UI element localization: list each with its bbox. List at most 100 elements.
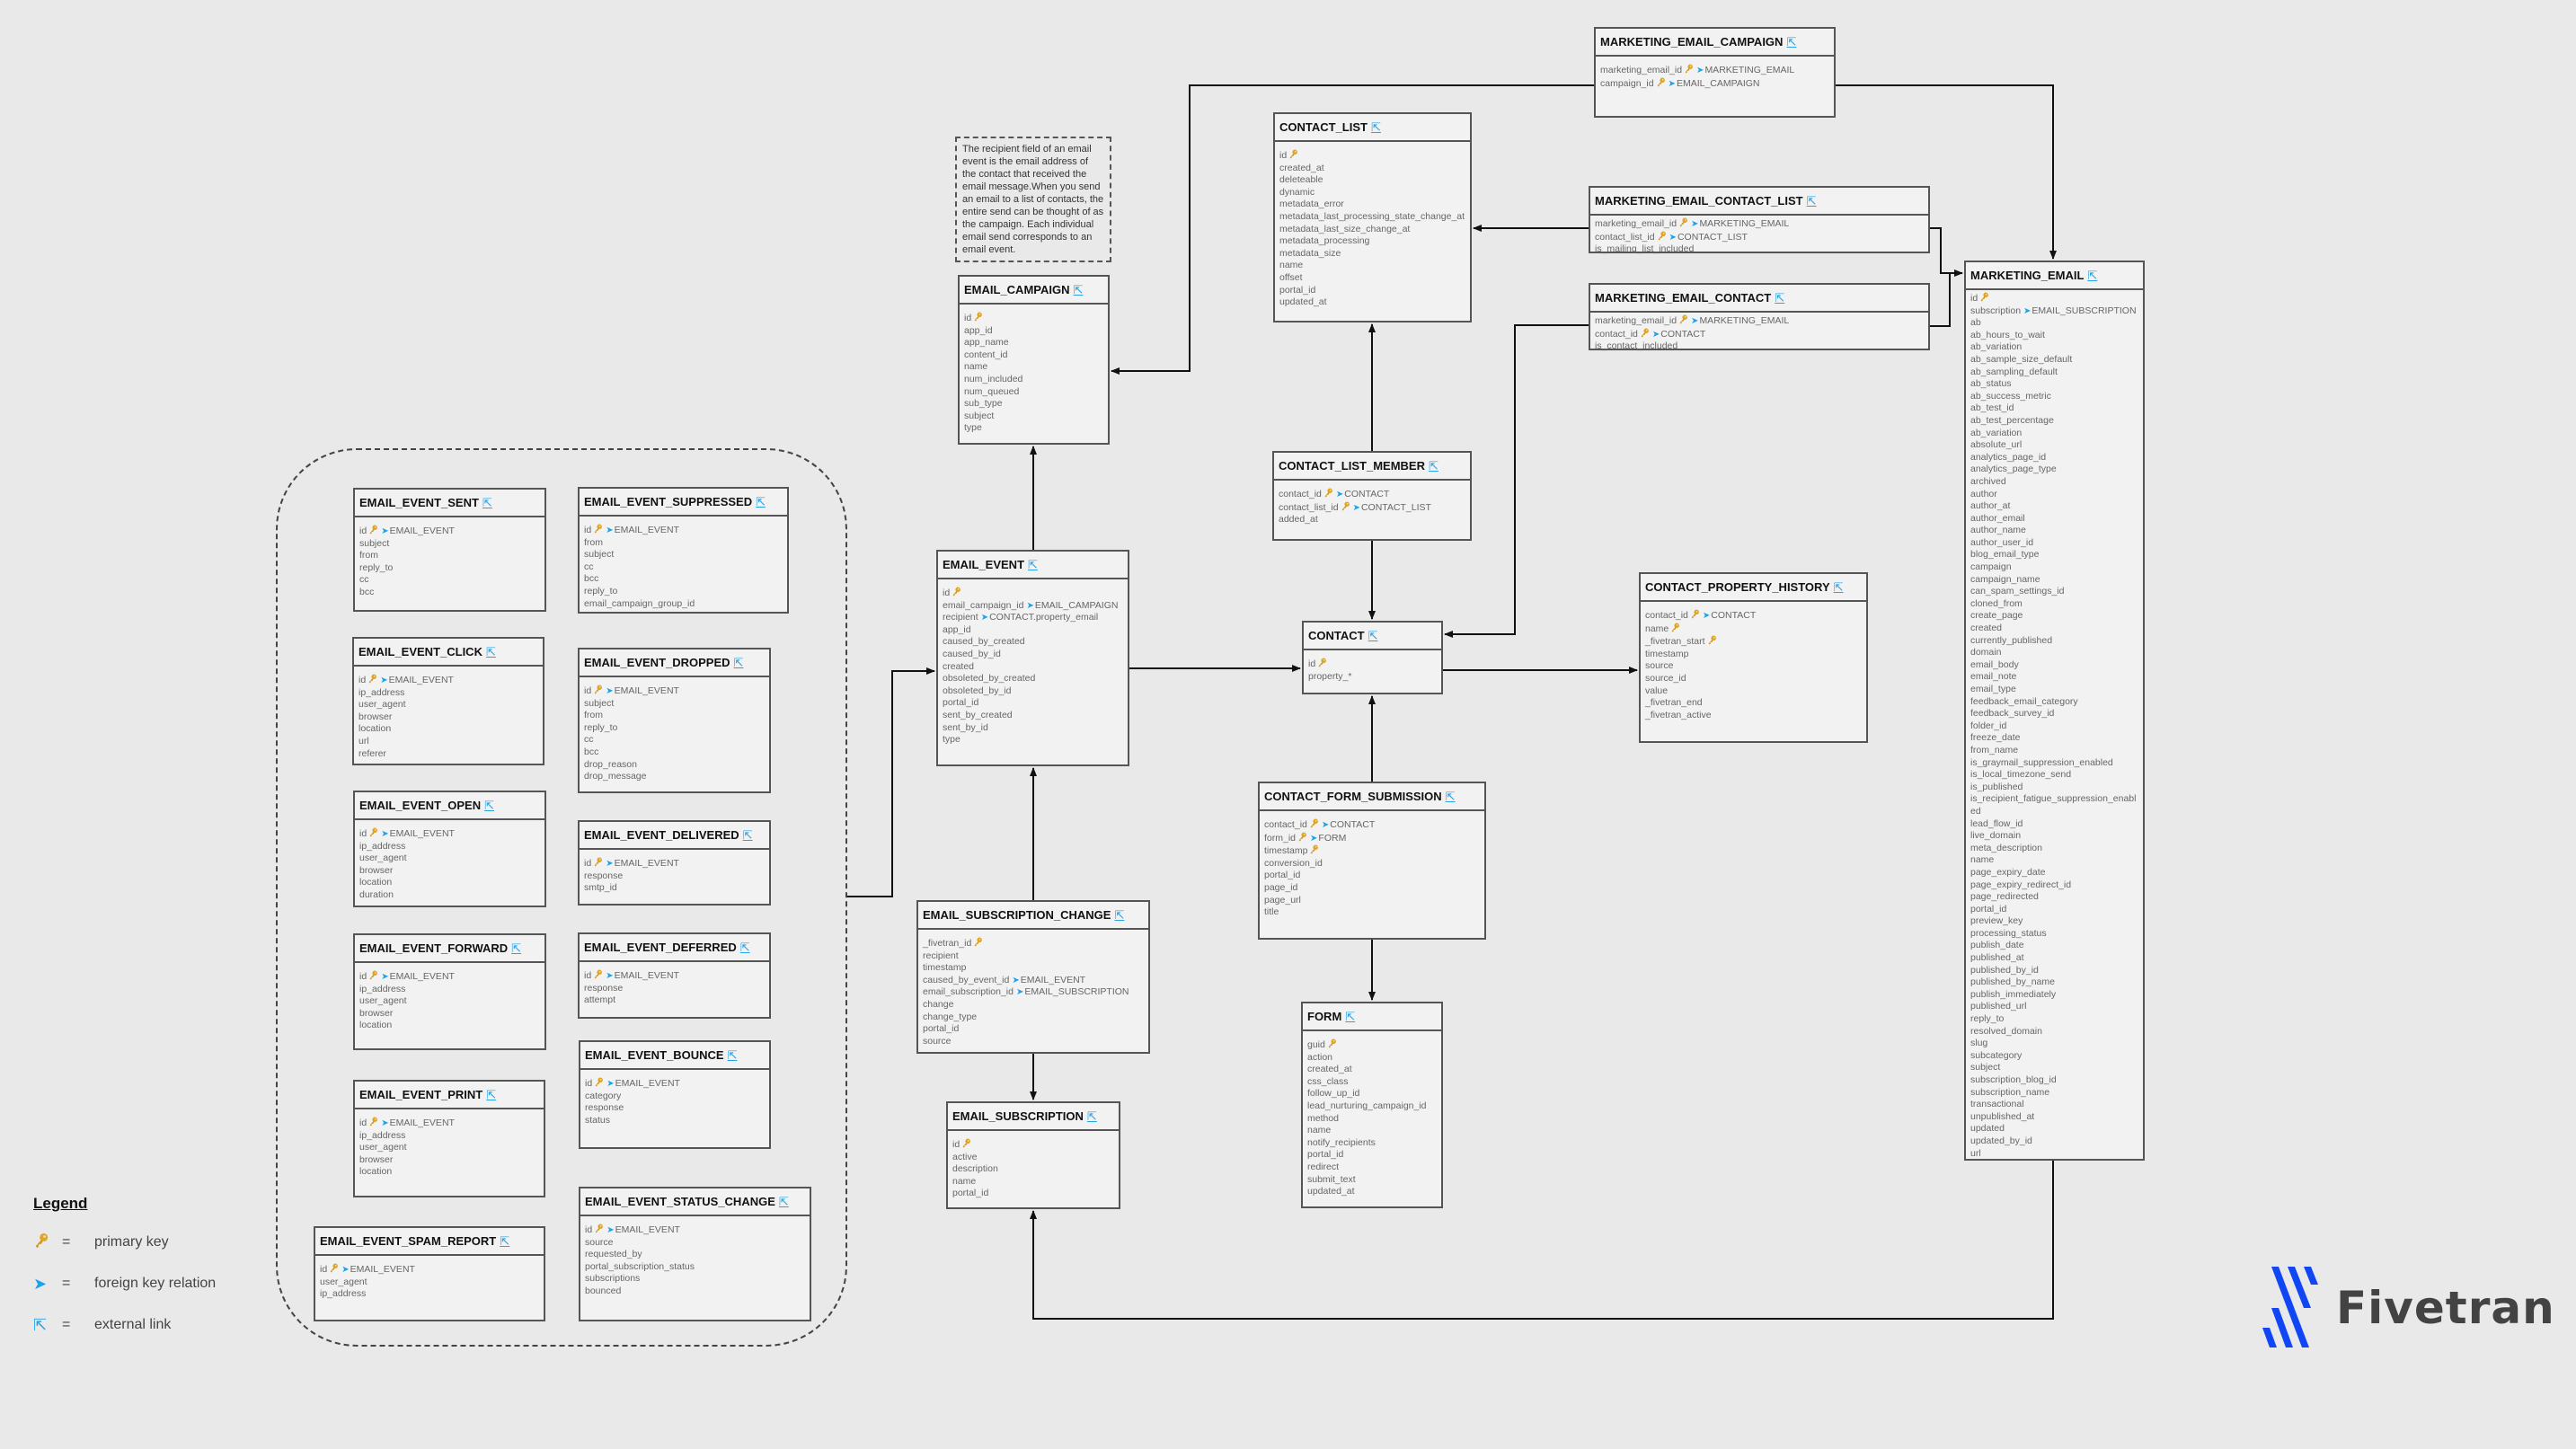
table-marketing-email-campaign[interactable]: MARKETING_EMAIL_CAMPAIGN⇱marketing_email… (1594, 27, 1836, 118)
field-row: name (1307, 1125, 1437, 1137)
external-link-icon[interactable]: ⇱ (742, 827, 753, 842)
fivetran-mark-icon (2262, 1267, 2318, 1347)
field-row: subject (1970, 1062, 2138, 1074)
field-name: timestamp (1264, 845, 1308, 857)
external-link-icon[interactable]: ⇱ (1806, 193, 1817, 208)
external-link-icon[interactable]: ⇱ (1073, 282, 1084, 296)
table-header: EMAIL_EVENT_DROPPED⇱ (580, 649, 769, 677)
external-link-icon[interactable]: ⇱ (511, 941, 522, 955)
external-link-icon[interactable]: ⇱ (1368, 628, 1378, 642)
field-row: created (1970, 623, 2138, 635)
field-row: live_domain (1970, 830, 2138, 843)
key-icon (1288, 149, 1298, 159)
field-name: updated_by_id (1970, 1135, 2032, 1146)
external-link-icon[interactable]: ⇱ (1775, 290, 1785, 305)
external-link-icon[interactable]: ⇱ (2087, 268, 2098, 282)
field-name: content_id (964, 349, 1008, 360)
field-name: ab_status (1970, 378, 2012, 390)
field-name: reply_to (584, 721, 618, 733)
external-link-icon[interactable]: ⇱ (1114, 907, 1125, 922)
table-name: CONTACT (1308, 629, 1365, 642)
field-name: is_graymail_suppression_enabled (1970, 756, 2113, 768)
field-row: app_id (964, 325, 1103, 338)
field-row: id➤EMAIL_EVENT (359, 674, 538, 687)
external-link-icon[interactable]: ⇱ (778, 1194, 789, 1208)
foreign-key-target: CONTACT (1660, 328, 1706, 340)
table-email-event-status-change[interactable]: EMAIL_EVENT_STATUS_CHANGE⇱id➤EMAIL_EVENT… (579, 1187, 811, 1321)
field-row: created (943, 661, 1123, 674)
field-row: slug (1970, 1038, 2138, 1050)
connector-marketing-email-to-subscription (1030, 1161, 2054, 1320)
external-link-icon[interactable]: ⇱ (739, 940, 750, 954)
key-icon (1297, 832, 1307, 842)
field-name: ab_test_percentage (1970, 414, 2054, 426)
key-icon (593, 685, 603, 694)
external-link-icon[interactable]: ⇱ (482, 495, 492, 509)
field-name: response (585, 1102, 624, 1114)
field-row: updated (1970, 1123, 2138, 1135)
field-row: portal_id (1970, 904, 2138, 916)
external-link-icon[interactable]: ⇱ (485, 644, 496, 658)
field-name: smtp_id (584, 882, 617, 894)
connector-event-group-to-email-event (847, 667, 935, 897)
external-link-icon[interactable]: ⇱ (1428, 458, 1438, 473)
field-name: css_class (1307, 1075, 1349, 1087)
table-header: EMAIL_EVENT_FORWARD⇱ (355, 935, 544, 963)
external-link-icon[interactable]: ⇱ (733, 655, 744, 669)
key-icon (961, 1138, 971, 1148)
external-link-icon[interactable]: ⇱ (486, 1087, 497, 1101)
field-row: subject (584, 549, 783, 561)
external-link-icon[interactable]: ⇱ (1445, 789, 1456, 803)
external-link-icon[interactable]: ⇱ (1028, 557, 1038, 571)
field-name: portal_id (1279, 284, 1316, 296)
table-marketing-email-contact[interactable]: MARKETING_EMAIL_CONTACT⇱marketing_email_… (1589, 283, 1930, 351)
external-link-icon[interactable]: ⇱ (500, 1233, 510, 1248)
field-row: browser (359, 711, 538, 724)
field-name: id (585, 1224, 593, 1235)
external-link-icon[interactable]: ⇱ (484, 798, 494, 812)
table-name: EMAIL_SUBSCRIPTION_CHANGE (923, 908, 1111, 922)
field-name: redirect (1307, 1161, 1340, 1172)
external-link-icon[interactable]: ⇱ (1786, 34, 1797, 49)
field-row: marketing_email_id➤MARKETING_EMAIL (1595, 314, 1924, 328)
field-row: requested_by (585, 1249, 805, 1261)
external-link-icon[interactable]: ⇱ (1370, 119, 1381, 134)
foreign-key-target: MARKETING_EMAIL (1699, 218, 1790, 229)
external-link-icon[interactable]: ⇱ (1086, 1109, 1097, 1123)
external-link-icon[interactable]: ⇱ (1833, 579, 1844, 594)
external-link-icon[interactable]: ⇱ (727, 1047, 738, 1062)
field-row: referer (359, 748, 538, 761)
table-contact-form-submission[interactable]: CONTACT_FORM_SUBMISSION⇱contact_id➤CONTA… (1258, 782, 1486, 940)
field-row: currently_published (1970, 635, 2138, 648)
field-row: name (964, 361, 1103, 374)
table-marketing-email-contact-list[interactable]: MARKETING_EMAIL_CONTACT_LIST⇱marketing_e… (1589, 186, 1930, 254)
field-name: contact_id (1279, 489, 1322, 499)
external-link-icon[interactable]: ⇱ (756, 494, 766, 508)
field-name: meta_description (1970, 842, 2042, 853)
table-contact-property-history[interactable]: CONTACT_PROPERTY_HISTORY⇱contact_id➤CONT… (1639, 572, 1868, 743)
external-link-icon[interactable]: ⇱ (1345, 1009, 1356, 1023)
field-row: id➤EMAIL_EVENT (584, 685, 765, 698)
